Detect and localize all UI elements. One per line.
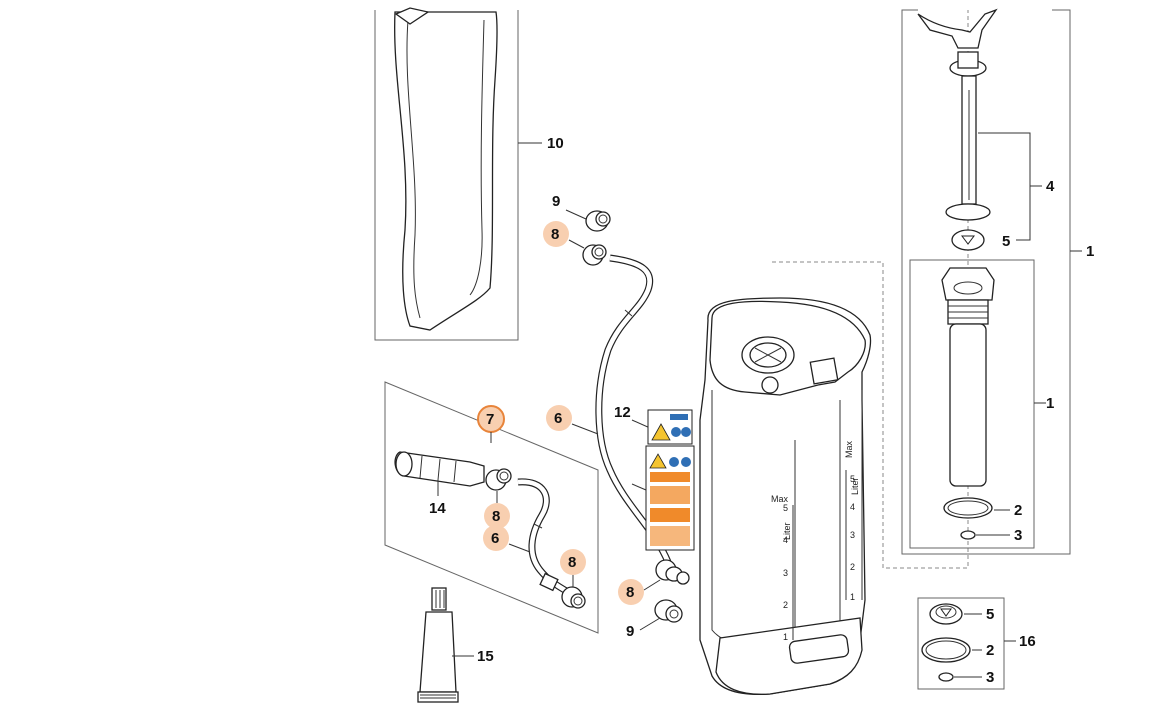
callout-8-bottom[interactable]: 8 [626,584,634,601]
callout-16[interactable]: 16 [1019,633,1036,650]
callout-9-top[interactable]: 9 [552,193,560,210]
callout-8-top[interactable]: 8 [551,226,559,243]
callout-8-kit-a-highlight [484,503,510,529]
callout-10[interactable]: 10 [547,135,564,152]
part-1-pump-cylinder[interactable] [941,267,995,487]
tank-body[interactable] [699,297,872,696]
svg-text:Liter: Liter [782,522,792,540]
callout-1-outer[interactable]: 1 [1086,243,1094,260]
svg-text:5: 5 [783,503,788,513]
part-8-nut-kit-a[interactable] [485,468,512,491]
part-5-valve-kit[interactable] [929,603,963,625]
svg-text:4: 4 [783,535,788,545]
svg-text:4: 4 [850,502,855,512]
callout-3-inner[interactable]: 3 [1014,527,1022,544]
callout-5-top[interactable]: 5 [1002,233,1010,250]
callout-5-kit[interactable]: 5 [986,606,994,623]
callout-7[interactable]: 7 [486,411,494,428]
callout-2-inner[interactable]: 2 [1014,502,1022,519]
tank-front-scale: Max Liter 5 4 3 2 1 [771,494,794,642]
svg-text:5: 5 [850,474,855,484]
callout-8-top-highlight [543,221,569,247]
svg-text:Liter: Liter [850,477,860,495]
part-9-cap-bottom[interactable] [654,599,683,623]
callout-6-left-highlight [546,405,572,431]
part-15-grease-tube[interactable] [417,587,459,703]
part-2-oring-inner[interactable] [943,497,993,519]
callout-12[interactable]: 12 [614,404,631,421]
instruction-label-icon[interactable] [645,445,695,551]
svg-text:2: 2 [783,600,788,610]
callout-14[interactable]: 14 [429,500,446,517]
part-14-nozzle[interactable] [394,451,485,487]
callout-4[interactable]: 4 [1046,178,1055,195]
callout-8-bottom-highlight [618,579,644,605]
callout-6-kit-highlight [483,525,509,551]
part-5-valve-top[interactable] [951,229,985,251]
part-4-pump-rod[interactable] [917,8,998,221]
warning-label-icon[interactable] [647,409,693,445]
callout-2-kit[interactable]: 2 [986,642,994,659]
part-10-strap[interactable] [374,7,519,341]
part-6-hose-long[interactable] [595,254,672,564]
callout-3-kit[interactable]: 3 [986,669,994,686]
callout-1-inner[interactable]: 1 [1046,395,1054,412]
svg-text:3: 3 [850,530,855,540]
callout-15[interactable]: 15 [477,648,494,665]
callout-8-kit-b-highlight [560,549,586,575]
svg-text:1: 1 [850,592,855,602]
part-2-oring-kit[interactable] [921,637,971,663]
callout-8-kit-a[interactable]: 8 [492,508,500,525]
part-8-nut-kit-b[interactable] [561,586,586,609]
part-6-hose-kit[interactable] [517,478,570,596]
svg-text:Max: Max [771,494,789,504]
callout-6-left[interactable]: 6 [554,410,562,427]
part-8-nut-top[interactable] [582,244,607,266]
callout-6-kit[interactable]: 6 [491,530,499,547]
svg-text:1: 1 [783,632,788,642]
part-3-valve-kit[interactable] [938,672,954,682]
callout-8-kit-b[interactable]: 8 [568,554,576,571]
part-9-cap-top[interactable] [585,210,611,232]
tank-side-scale: Max Liter 5 4 3 2 1 [844,440,860,602]
part-8-nut-bottom[interactable] [655,559,690,585]
part-3-valve-inner[interactable] [960,530,976,540]
svg-text:Max: Max [844,440,854,458]
callout-9-bottom[interactable]: 9 [626,623,634,640]
svg-text:3: 3 [783,568,788,578]
svg-text:2: 2 [850,562,855,572]
